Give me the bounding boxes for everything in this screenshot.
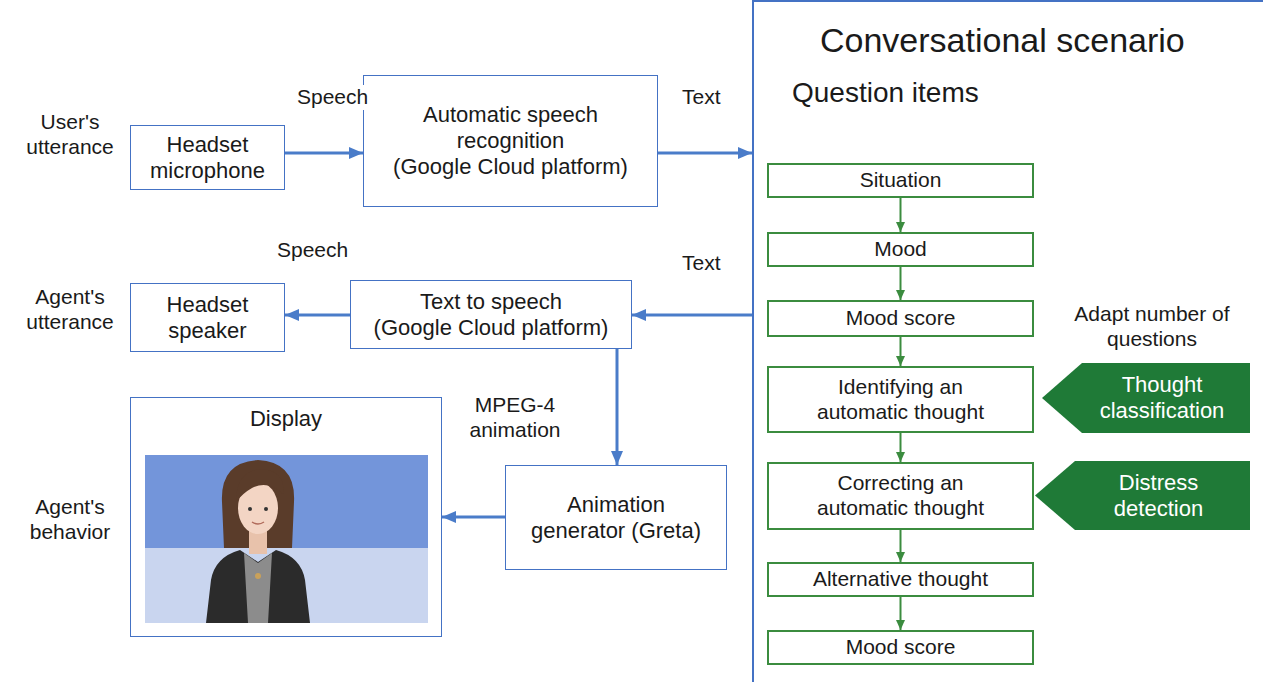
node-text: Correcting an automatic thought: [796, 471, 1006, 521]
display-box: Display: [130, 397, 442, 637]
module-callout: Thought classification: [1042, 363, 1250, 433]
signal-arrow: [285, 152, 363, 155]
node-text: Distress detection: [1084, 470, 1234, 522]
wall: [145, 455, 428, 550]
node-subtext: Question items: [792, 76, 1263, 109]
flow-arrow: [900, 198, 902, 232]
node-text: Mood: [874, 237, 927, 262]
node-text: Display: [250, 406, 322, 432]
flow-arrow: [900, 267, 902, 300]
eye: [264, 507, 268, 511]
node-text: Thought classification: [1087, 372, 1237, 424]
node-text: Mood score: [846, 306, 956, 331]
side-label: Agent's utterance: [15, 285, 125, 335]
question-box: Correcting an automatic thought: [767, 462, 1034, 530]
mouth: [252, 522, 264, 524]
node-text: Conversational scenario: [820, 20, 1185, 60]
flow-arrow: [900, 530, 902, 562]
flow-arrow: [900, 433, 902, 462]
edge-label: Text: [679, 85, 724, 110]
node-text: Automatic speech recognition: [411, 102, 611, 154]
question-box: Identifying an automatic thought: [767, 366, 1034, 433]
process-box: Text to speech(Google Cloud platform): [350, 280, 632, 349]
flow-arrow: [900, 597, 902, 630]
edge-label: Text: [679, 251, 724, 276]
node-text: Alternative thought: [813, 567, 988, 592]
floor: [145, 548, 428, 623]
node-text: Identifying an automatic thought: [796, 375, 1006, 425]
edge-label: MPEG-4 animation: [457, 393, 573, 443]
process-box: Animation generator (Greta): [505, 465, 727, 570]
node-text: Headset speaker: [138, 292, 278, 344]
node-text: Situation: [860, 168, 942, 193]
flow-arrow: [900, 337, 902, 366]
jacket: [206, 550, 310, 623]
question-box: Alternative thought: [767, 562, 1034, 597]
device-box: Headset speaker: [130, 283, 285, 352]
signal-arrow: [442, 516, 505, 519]
necklace: [255, 573, 261, 579]
module-callout: Distress detection: [1035, 461, 1250, 530]
callout-fill: [1042, 363, 1250, 433]
question-box: Mood: [767, 232, 1034, 267]
edge-label: Speech: [274, 238, 351, 263]
question-box: Situation: [767, 163, 1034, 198]
eye: [248, 507, 252, 511]
node-text: Animation generator (Greta): [524, 492, 709, 544]
side-label: Agent's behavior: [15, 495, 125, 545]
shirt: [244, 553, 272, 623]
side-label: Adapt number of questions: [1052, 302, 1252, 352]
question-box: Mood score: [767, 300, 1034, 337]
signal-arrow: [616, 349, 619, 465]
process-box: Automatic speech recognition(Google Clou…: [363, 75, 658, 207]
question-box: Mood score: [767, 630, 1034, 665]
signal-arrow: [632, 314, 752, 317]
signal-arrow: [285, 314, 350, 317]
node-text: Mood score: [846, 635, 956, 660]
node-subtext: (Google Cloud platform): [393, 154, 628, 180]
node-text: Headset microphone: [138, 132, 278, 184]
device-box: Headset microphone: [130, 125, 285, 190]
signal-arrow: [658, 152, 752, 155]
edge-label: Speech: [294, 85, 371, 110]
callout-fill: [1035, 461, 1250, 530]
node-text: Text to speech: [420, 289, 562, 315]
side-label: User's utterance: [15, 110, 125, 160]
node-subtext: (Google Cloud platform): [374, 315, 609, 341]
fringe: [236, 469, 283, 502]
